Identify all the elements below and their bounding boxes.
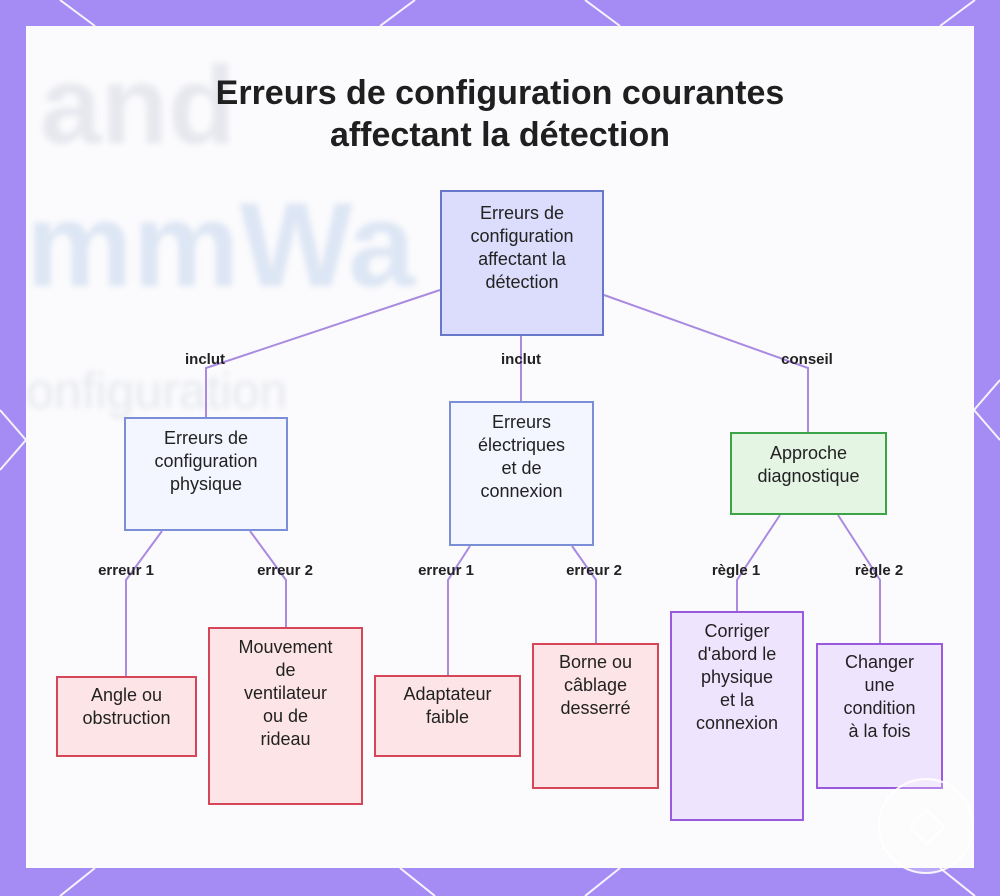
edge-diagnostic-fix (736, 514, 781, 611)
background-watermark-text-2: mmWa (26, 178, 415, 312)
edge-physical-angle (125, 530, 163, 676)
edge-root-physical (205, 289, 441, 417)
background-watermark-text-1: and (40, 44, 236, 167)
title-line-2: affectant la détection (329, 116, 671, 154)
edge-physical-fan (249, 530, 287, 627)
edge-label-rule-1: règle 1 (711, 562, 761, 579)
edge-label-rule-2: règle 2 (854, 562, 904, 579)
edge-label-advice: conseil (781, 351, 833, 368)
edge-label-includes-electrical: inclut (501, 351, 541, 368)
edge-root-diagnostic (603, 294, 809, 432)
edge-diagnostic-change (837, 514, 881, 643)
edge-electrical-adapter (447, 545, 471, 675)
title-line-1: Erreurs de configuration courantes (215, 74, 785, 112)
edge-electrical-terminal (571, 545, 597, 643)
diagram-title: Erreurs de configuration courantes affec… (150, 72, 850, 156)
background-watermark-text-3: onfiguration (26, 363, 288, 419)
edge-label-physical-error-2: erreur 2 (257, 562, 313, 579)
edge-label-physical-error-1: erreur 1 (98, 562, 154, 579)
edge-label-includes-physical: inclut (185, 351, 225, 368)
diamond-icon (908, 808, 946, 846)
edge-label-electrical-error-2: erreur 2 (566, 562, 622, 579)
corner-logo-icon (878, 778, 974, 874)
edge-label-electrical-error-1: erreur 1 (418, 562, 474, 579)
